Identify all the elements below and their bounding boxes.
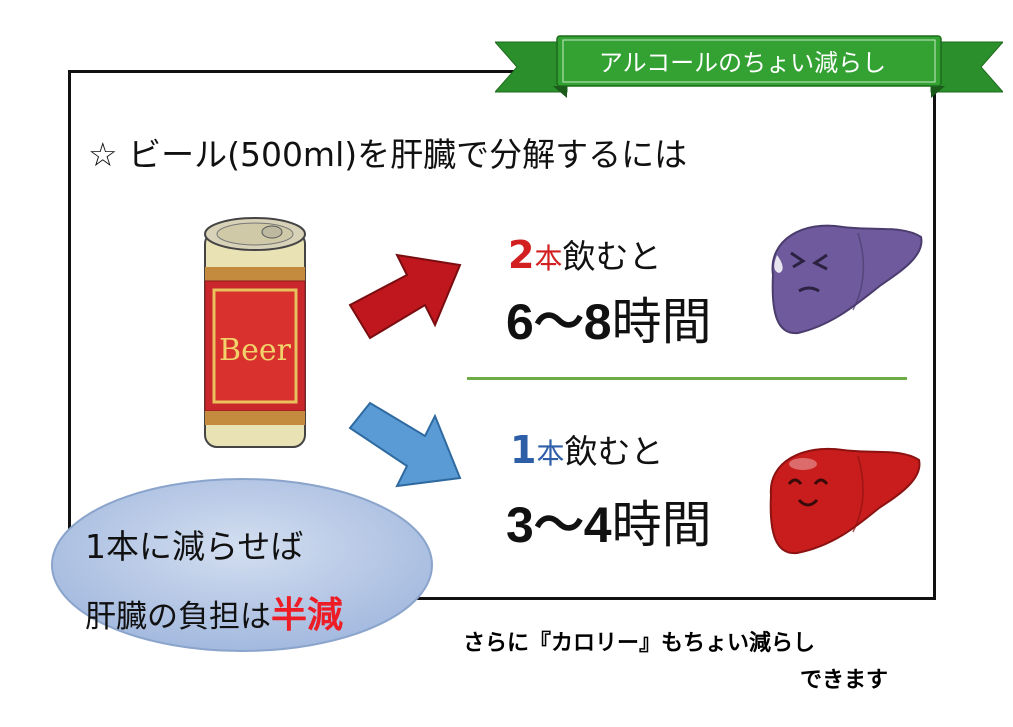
- scenario-two-time-unit: 時間: [611, 293, 712, 351]
- scenario-two-time: 6～8時間: [506, 282, 712, 354]
- ribbon-banner: [495, 35, 1003, 98]
- scenario-one-count: 1: [510, 428, 537, 472]
- scenario-two-count: 2: [508, 233, 535, 277]
- scenario-two-unit: 本: [534, 242, 563, 275]
- page-heading: ☆ ビール(500ml)を肝臓で分解するには: [88, 135, 688, 174]
- note-line1: さらに『カロリー』もちょい減らし: [463, 631, 816, 656]
- beer-can-icon: Beer: [204, 217, 306, 448]
- ribbon-label: アルコールのちょい減らし: [598, 48, 887, 77]
- scenario-one-label: 1本飲むと: [510, 425, 663, 473]
- scenario-one-verb: 飲むと: [564, 432, 664, 471]
- bubble-line1: 1本に減らせば: [85, 527, 304, 566]
- note-line2: できます: [800, 668, 889, 693]
- scenario-one-unit: 本: [536, 437, 565, 470]
- bubble-line2-prefix: 肝臓の負担は: [85, 599, 271, 635]
- blue-arrow-icon: [348, 401, 462, 488]
- scenario-two-label: 2本飲むと: [508, 230, 661, 278]
- red-arrow-icon: [348, 253, 462, 340]
- summary-bubble: [51, 478, 433, 652]
- bubble-line2: 肝臓の負担は半減: [85, 586, 343, 638]
- scenario-one-time-unit: 時間: [611, 496, 712, 554]
- healthy-liver-icon: [769, 447, 921, 555]
- scenario-one-time: 3～4時間: [506, 485, 712, 557]
- section-divider: [467, 377, 907, 380]
- scenario-two-verb: 飲むと: [562, 237, 662, 276]
- tired-liver-icon: [771, 224, 923, 335]
- content-frame: [68, 70, 936, 600]
- scenario-two-range: 6～8: [506, 294, 612, 350]
- bubble-highlight: 半減: [271, 595, 344, 636]
- scenario-one-range: 3～4: [506, 497, 612, 553]
- can-label: Beer: [219, 333, 292, 368]
